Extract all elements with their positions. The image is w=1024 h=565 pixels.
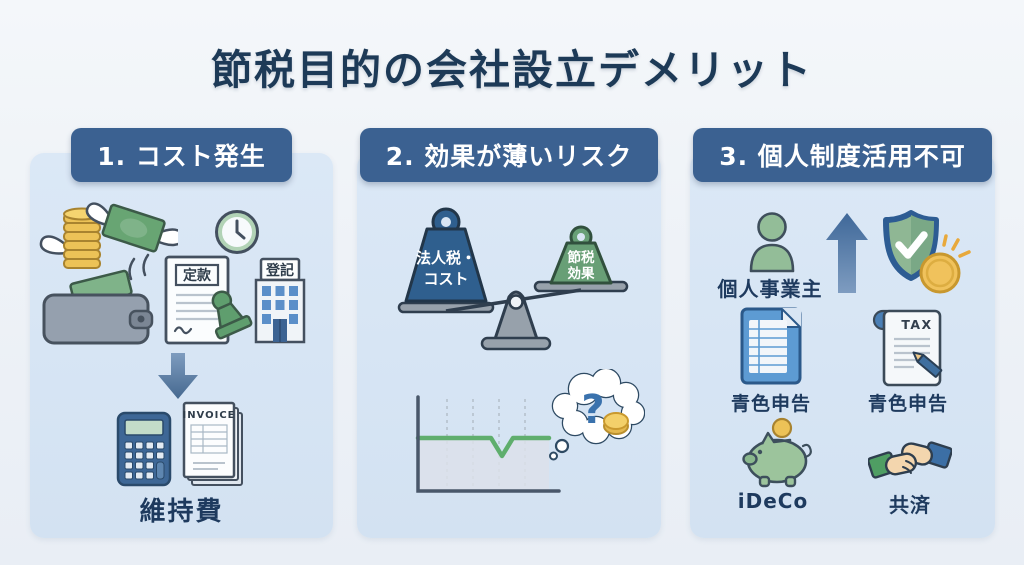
weight-right-label-line1: 節税: [568, 249, 596, 266]
ideco-label: iDeCo: [737, 489, 809, 513]
badge-wrap-risk: 2. 効果が薄いリスク: [357, 128, 661, 182]
ledger-grid: [749, 320, 787, 373]
panel-risk: 法人税・ コスト 節税 効果: [357, 153, 661, 538]
clock-icon: [215, 210, 259, 254]
registration-building-icon: 登記: [254, 257, 306, 344]
articles-document-icon: 定款: [164, 255, 253, 345]
badge-cost: 1. コスト発生: [71, 128, 292, 182]
tax-saving-weight: 節税 効果: [549, 225, 613, 285]
question-thought-bubble-icon: ?: [549, 369, 645, 461]
kyosai-label: 共済: [889, 493, 931, 517]
calculator-icon: [116, 411, 172, 487]
tax-text: TAX: [901, 317, 932, 332]
piggy-bank-icon: [742, 417, 812, 488]
tax-document-pencil-icon: TAX: [872, 309, 943, 387]
badge-wrap-cost: 1. コスト発生: [30, 128, 333, 182]
coin-icon: [603, 412, 629, 435]
weight-left-label-line2: コスト: [423, 270, 468, 288]
calculator-keys: [124, 441, 165, 480]
weight-left-label-line1: 法人税・: [416, 249, 476, 267]
weight-right-label-line2: 効果: [568, 265, 596, 282]
coin-icon: [919, 252, 961, 294]
pencil-icon: [912, 351, 943, 378]
panel-personal-systems: 個人事業主 青: [690, 153, 995, 538]
maintenance-cost-caption: 維持費: [139, 497, 224, 527]
blue-return-label-right: 青色申告: [867, 393, 948, 415]
handshake-icon: [868, 441, 952, 479]
invoice-label: INVOICE: [182, 410, 235, 421]
sparkle-lines: [942, 234, 971, 258]
blue-return-ledger-icon: [740, 307, 802, 385]
panel-cost: 定款 登記: [30, 153, 333, 538]
articles-label: 定款: [183, 267, 212, 284]
up-arrow-icon: [826, 213, 868, 293]
badge-risk: 2. 効果が薄いリスク: [359, 128, 659, 182]
registration-label: 登記: [265, 262, 294, 279]
balance-scale-icon: 法人税・ コスト 節税 効果: [397, 207, 629, 351]
down-arrow-icon: [158, 353, 198, 399]
flat-effect-graph-icon: [415, 395, 561, 493]
shield-check-coin-icon: [883, 210, 971, 294]
invoice-stack-icon: INVOICE: [182, 401, 243, 486]
invoice-table: [190, 424, 228, 454]
badge-personal: 3. 個人制度活用不可: [693, 128, 992, 182]
coin-stack-icon: [63, 207, 101, 269]
sole-proprietor-label: 個人事業主: [717, 277, 823, 301]
person-icon: [749, 212, 795, 273]
winged-banknote-icon: [85, 202, 178, 253]
stamp-icon: [211, 290, 253, 340]
page-title: 節税目的の会社設立デメリット: [211, 46, 813, 94]
corporate-tax-weight: 法人税・ コスト: [404, 207, 488, 303]
blue-return-label-left: 青色申告: [730, 393, 811, 415]
money-flying-out-wallet-icon: [39, 202, 178, 345]
question-mark: ?: [581, 387, 604, 433]
building-windows: [262, 286, 298, 324]
badge-wrap-personal: 3. 個人制度活用不可: [690, 128, 995, 182]
